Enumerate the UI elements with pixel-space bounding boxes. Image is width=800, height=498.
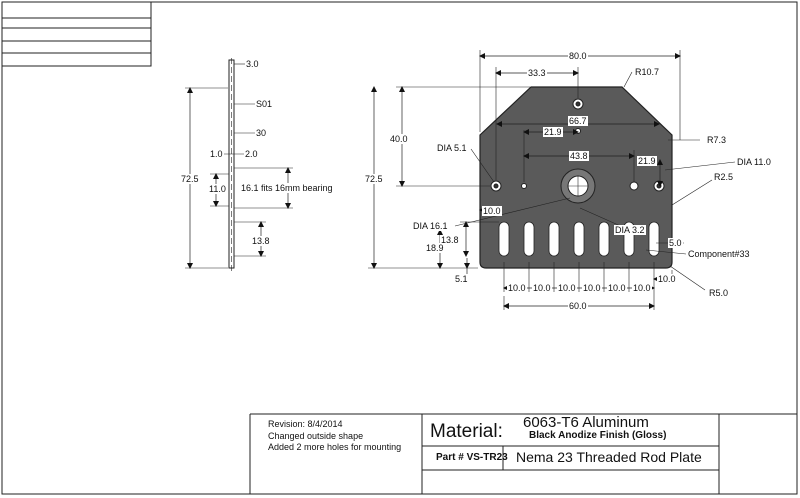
revision-change-1: Changed outside shape [268,431,364,441]
dim-r7-3: R7.3 [706,135,728,145]
side-dim-s01: S01 [255,99,274,109]
dim-dia-3-2: DIA 3.2 [614,225,646,235]
dim-18-9: 18.9 [425,243,445,253]
slot-spacing-3: 10.0 [557,283,577,293]
part-number: Part # VS-TR23 [436,452,508,463]
revision-date: Revision: 8/4/2014 [268,419,343,429]
dim-60-0: 60.0 [568,301,588,311]
dim-dia-16-1: DIA 16.1 [412,221,449,231]
revision-table [1,1,152,67]
title-block-frame [249,413,797,494]
material-value: 6063-T6 Aluminum [523,414,649,431]
dim-r5-0: R5.0 [708,288,730,298]
dim-front-height: 72.5 [364,174,384,184]
side-dim-1-0: 1.0 [209,149,224,159]
dim-43-8: 43.8 [569,151,589,161]
finish-note: Black Anodize Finish (Gloss) [529,430,667,441]
slot-spacing-5: 10.0 [607,283,627,293]
bearing-note: 16.1 fits 16mm bearing [240,183,334,193]
material-label: Material: [430,421,503,442]
part-name: Nema 23 Threaded Rod Plate [516,449,702,465]
dim-13-8: 13.8 [440,235,460,245]
dim-5-1: 5.1 [454,274,469,284]
dim-33-3: 33.3 [527,68,547,78]
dim-21-9-h: 21.9 [543,127,563,137]
slot-spacing-1: 10.0 [507,283,527,293]
side-view [185,58,293,272]
side-dim-thickness: 3.0 [245,59,260,69]
revision-change-2: Added 2 more holes for mounting [268,442,402,452]
front-view [479,86,673,269]
slot-spacing-4: 10.0 [582,283,602,293]
dim-40-0: 40.0 [389,134,409,144]
side-dim-13-8: 13.8 [251,236,271,246]
slot-spacing-2: 10.0 [532,283,552,293]
dim-dia-11-0: DIA 11.0 [736,157,772,167]
dim-10-0-right: 10.0 [657,274,677,284]
dim-5-0: 5.0 [668,238,683,248]
dim-10-0-left: 10.0 [482,206,502,216]
dim-r10-7: R10.7 [634,67,661,77]
dim-dia-5-1: DIA 5.1 [436,143,468,153]
slot-spacing-6: 10.0 [632,283,652,293]
side-dim-2-0: 2.0 [244,149,259,159]
side-dim-height: 72.5 [180,174,200,184]
component-label: Component#33 [687,249,751,259]
dim-width: 80.0 [568,51,588,61]
side-dim-11-0: 11.0 [208,184,227,194]
dim-r2-5: R2.5 [713,172,735,182]
side-dim-30: 30 [255,128,268,138]
dim-66-7: 66.7 [568,116,588,126]
dim-21-9-v: 21.9 [637,156,657,166]
